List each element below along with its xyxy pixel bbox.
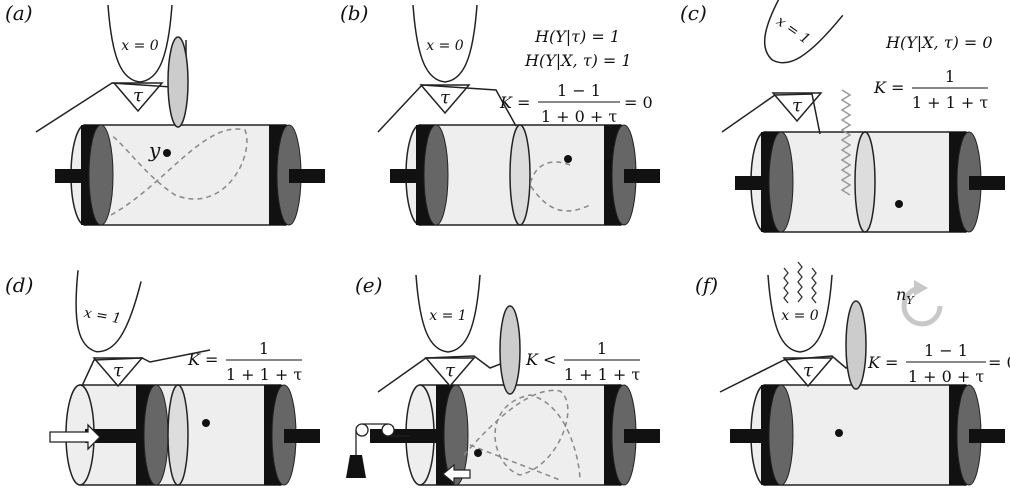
svg-text:1 − 1: 1 − 1 bbox=[924, 341, 968, 360]
panel-label-b: (b) bbox=[340, 1, 368, 25]
cylinder-a: y bbox=[54, 124, 326, 226]
panel-label-a: (a) bbox=[5, 1, 33, 25]
svg-text:1 + 1 + τ: 1 + 1 + τ bbox=[912, 93, 989, 112]
cylinder-c bbox=[734, 131, 1006, 233]
eq-b-2: H(Y|X, τ) = 1 bbox=[524, 51, 632, 70]
panel-label-d: (d) bbox=[5, 273, 33, 297]
detector-d: x = 1 bbox=[63, 269, 142, 358]
svg-text:τ: τ bbox=[792, 95, 803, 116]
partition-e bbox=[499, 305, 521, 395]
svg-text:1 + 1 + τ: 1 + 1 + τ bbox=[564, 365, 641, 384]
svg-text:τ: τ bbox=[133, 85, 144, 106]
svg-text:τ: τ bbox=[803, 360, 814, 381]
svg-text:K <: K < bbox=[525, 350, 556, 369]
particle-label-a: y bbox=[148, 138, 161, 162]
svg-text:1 + 1 + τ: 1 + 1 + τ bbox=[226, 365, 303, 384]
cylinder-b bbox=[389, 124, 661, 226]
detector-c: x = 1 bbox=[745, 0, 844, 80]
panel-e: (e) x = 1 τ bbox=[346, 273, 660, 486]
svg-text:1: 1 bbox=[945, 67, 955, 86]
eq-b-1: H(Y|τ) = 1 bbox=[534, 27, 620, 46]
svg-text:τ: τ bbox=[445, 360, 456, 381]
svg-text:K =: K = bbox=[187, 350, 218, 369]
svg-text:x = 1: x = 1 bbox=[83, 305, 123, 327]
panel-c: (c) x = 1 τ H(Y|X, τ) = 0 K = 1 1 + 1 + … bbox=[680, 0, 1006, 233]
detector-f: x = 0 bbox=[767, 274, 833, 353]
panel-a: (a) y x = 0 τ bbox=[5, 1, 326, 226]
panel-f: (f) x = 0 τ bbox=[695, 261, 1010, 486]
cylinder-d bbox=[65, 384, 320, 486]
svg-text:1 + 0 + τ: 1 + 0 + τ bbox=[908, 367, 985, 386]
svg-text:K =: K = bbox=[499, 93, 530, 112]
detector-e: x = 1 bbox=[415, 274, 481, 353]
eq-c-1: H(Y|X, τ) = 0 bbox=[885, 33, 993, 52]
svg-text:= 0: = 0 bbox=[624, 93, 653, 112]
partition-a bbox=[167, 36, 189, 128]
detector-b: x = 0 bbox=[412, 4, 478, 83]
k-eq-d: K = 1 1 + 1 + τ bbox=[187, 339, 302, 384]
detector-a: x = 0 bbox=[107, 4, 173, 83]
cylinder-e bbox=[370, 384, 660, 486]
wavy-signal-c bbox=[840, 89, 852, 196]
k-eq-f: K = 1 − 1 1 + 0 + τ = 0 bbox=[867, 341, 1010, 386]
panel-label-f: (f) bbox=[695, 273, 718, 297]
svg-text:1 − 1: 1 − 1 bbox=[557, 81, 601, 100]
svg-text:x = 0: x = 0 bbox=[121, 38, 159, 54]
return-arrow-e bbox=[442, 463, 471, 485]
partition-f bbox=[845, 300, 867, 390]
svg-text:x = 1: x = 1 bbox=[429, 308, 466, 324]
svg-text:K =: K = bbox=[873, 78, 904, 97]
svg-text:1: 1 bbox=[259, 339, 269, 358]
panel-d: (d) x = 1 τ K = 1 1 + 1 + τ bbox=[5, 269, 320, 486]
pulley-weight-e bbox=[346, 423, 410, 478]
wavy-heat-f bbox=[783, 261, 817, 304]
k-eq-e: K < 1 1 + 1 + τ bbox=[525, 339, 640, 384]
k-eq-b: K = 1 − 1 1 + 0 + τ = 0 bbox=[499, 81, 653, 126]
cylinder-f bbox=[730, 384, 1005, 486]
panel-label-c: (c) bbox=[680, 1, 707, 25]
svg-text:τ: τ bbox=[440, 87, 451, 108]
svg-text:τ: τ bbox=[113, 360, 124, 381]
k-eq-c: K = 1 1 + 1 + τ bbox=[873, 67, 988, 112]
push-arrow-d bbox=[49, 423, 101, 451]
panel-b: (b) x = 0 τ H(Y|τ) = 1 H(Y|X, τ) = 1 K =… bbox=[340, 1, 661, 226]
panel-label-e: (e) bbox=[355, 273, 382, 297]
ny-label: nY bbox=[896, 285, 915, 307]
svg-text:K =: K = bbox=[867, 353, 898, 372]
cycle-icon bbox=[901, 280, 943, 327]
svg-text:1: 1 bbox=[597, 339, 607, 358]
svg-text:x = 0: x = 0 bbox=[426, 38, 464, 54]
svg-text:= 0: = 0 bbox=[988, 353, 1010, 372]
svg-text:1 + 0 + τ: 1 + 0 + τ bbox=[541, 107, 618, 126]
svg-text:x = 0: x = 0 bbox=[781, 308, 819, 324]
